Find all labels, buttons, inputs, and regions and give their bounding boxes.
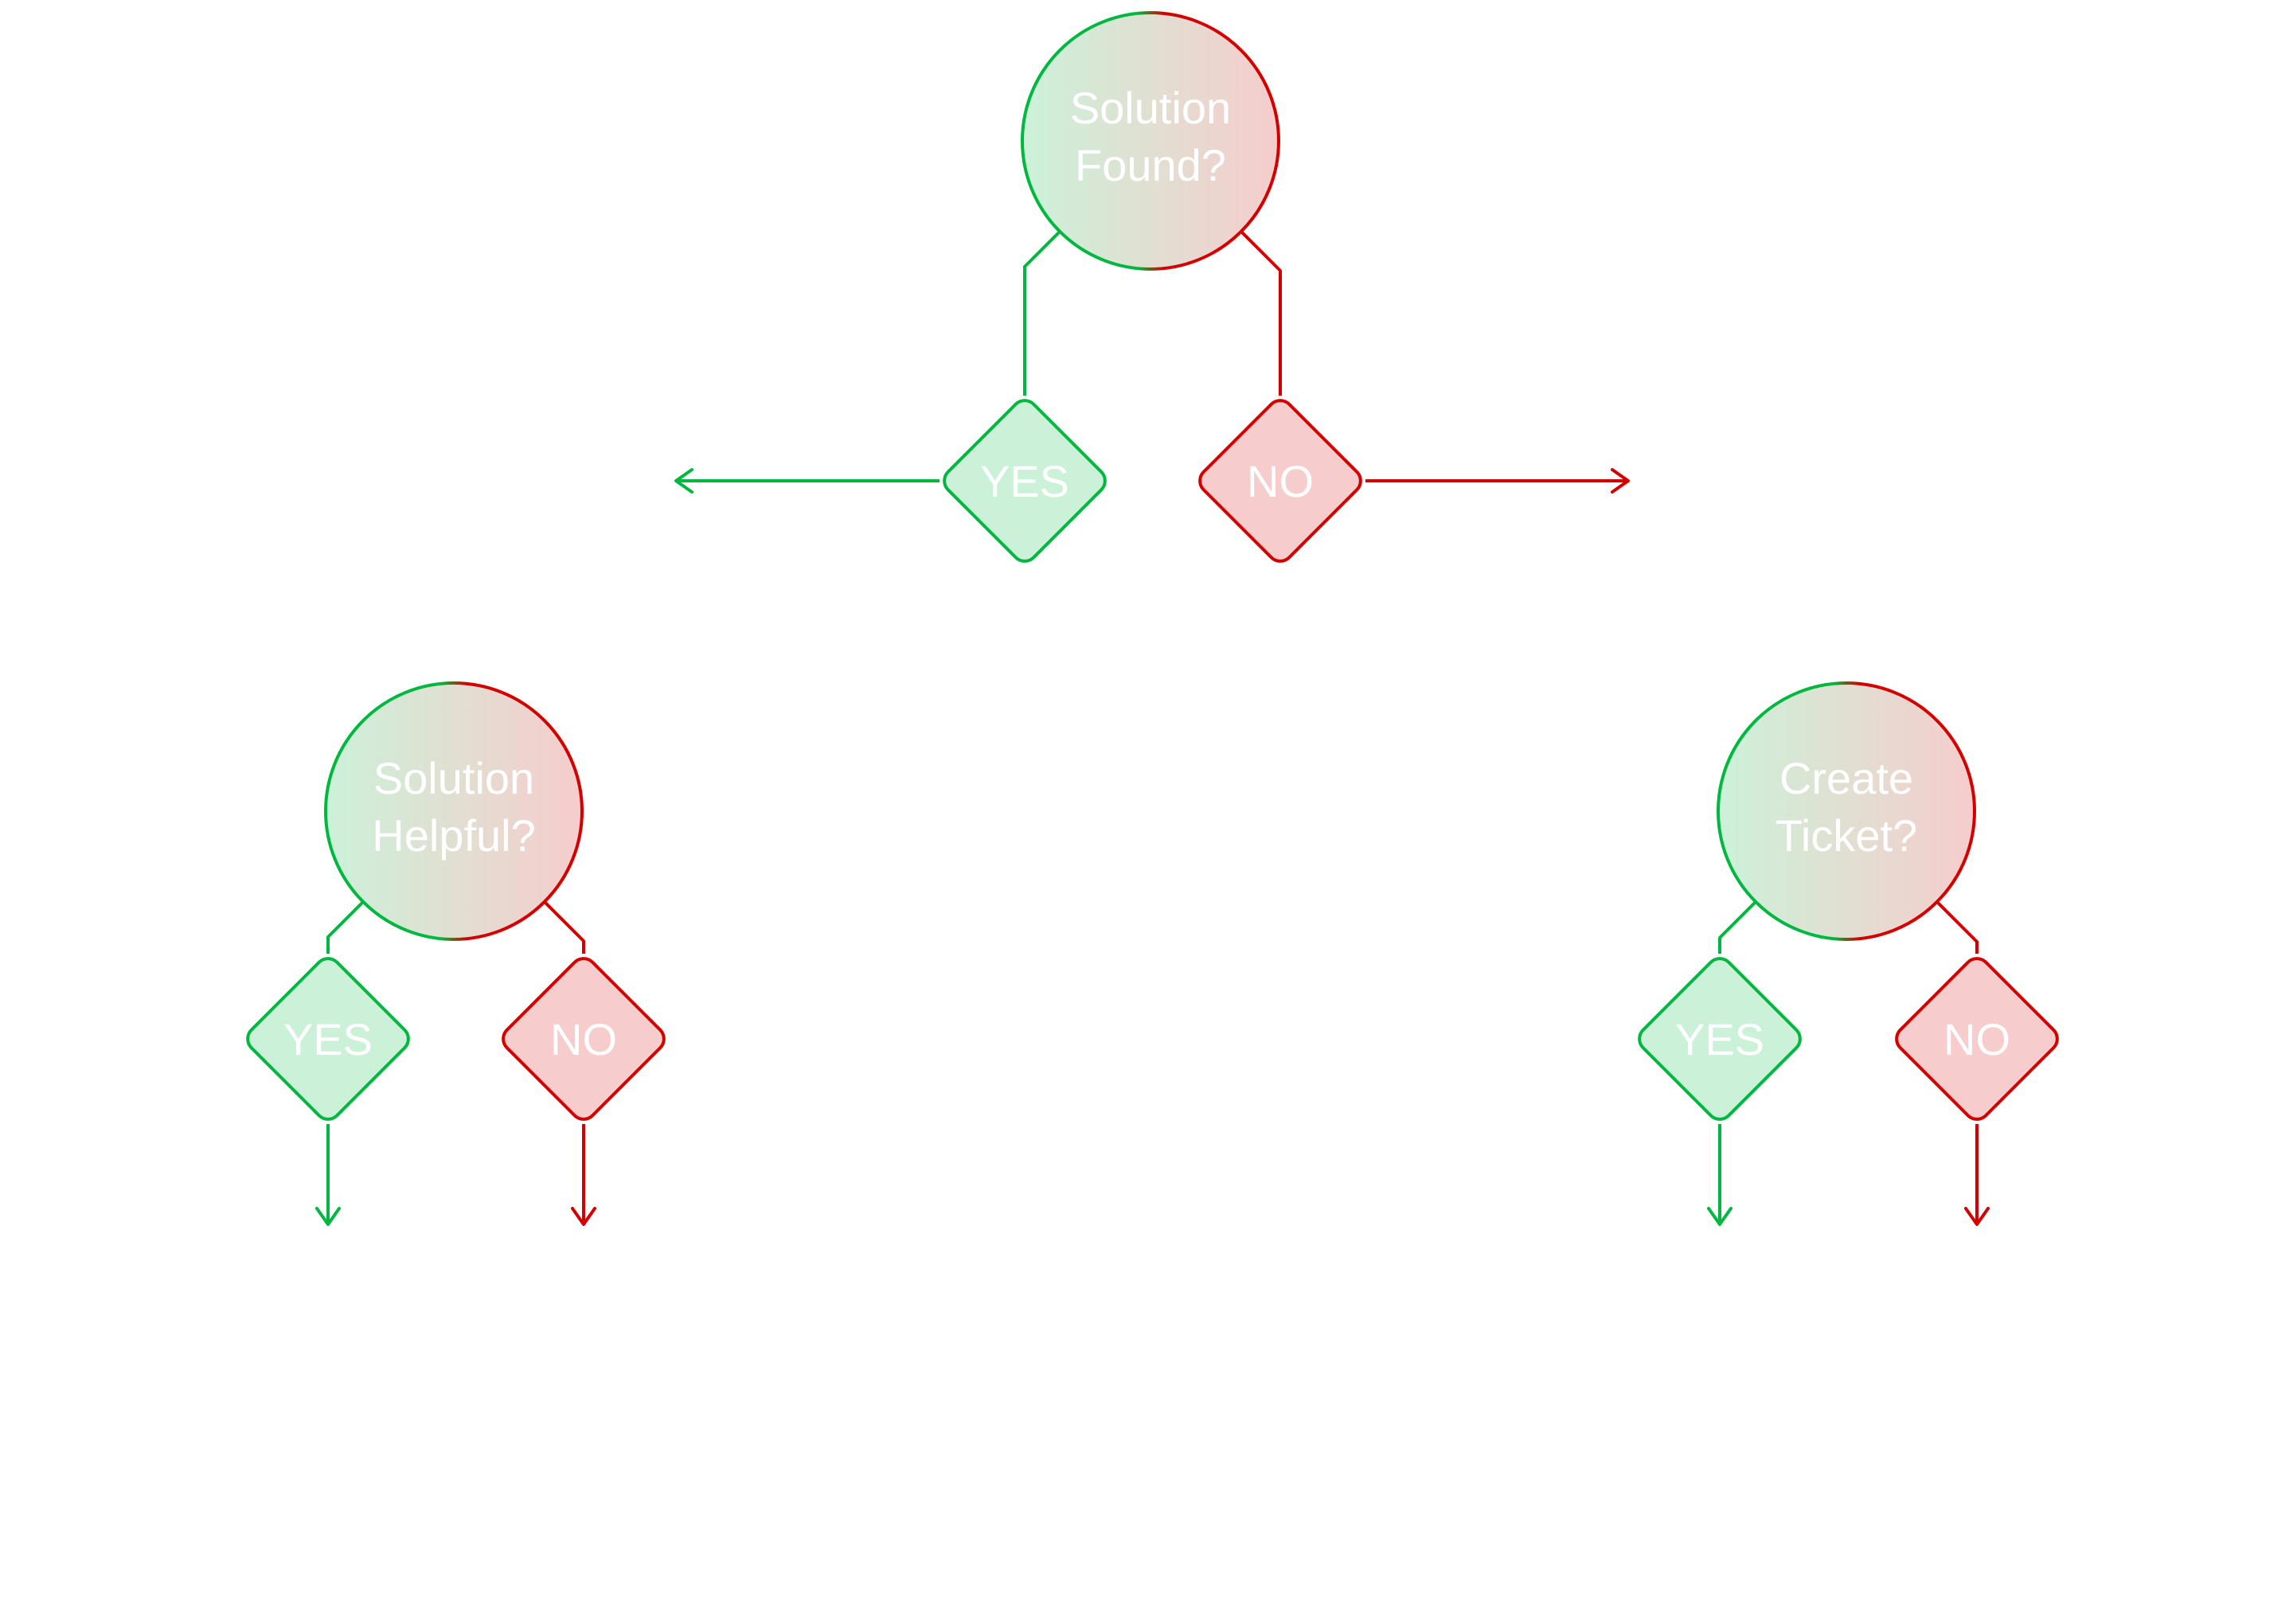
yes-label: YES [1675,1014,1764,1064]
no-label: NO [1247,456,1314,506]
decision-circle-shape [1021,11,1280,271]
arrow-right-icon [1611,468,1630,494]
connector-root-to-root_yes [1023,230,1061,396]
connector-root-to-root_no [1240,230,1282,396]
no-label: NO [1943,1014,2010,1064]
decision-label: Solution [1070,83,1231,133]
no-diamond-shape [1895,957,2059,1121]
arrow-left-icon [674,468,693,494]
arrow-down-icon [315,1207,341,1226]
node-right-no[interactable]: NO [1892,954,2063,1125]
yes-diamond-shape [943,399,1107,563]
arrow-down-icon [1964,1207,1990,1226]
node-root-no[interactable]: NO [1195,396,1366,567]
decision-circle-shape [1717,681,1976,941]
connector-right-to-right_yes [1718,900,1757,954]
yes-diamond-shape [246,957,410,1121]
connector-left-to-left_no [543,900,585,954]
node-left-no[interactable]: NO [498,954,670,1125]
decision-label: Ticket? [1775,810,1917,861]
decision-label: Create [1779,753,1913,803]
yes-label: YES [980,456,1069,506]
yes-diamond-shape [1638,957,1802,1121]
arrow-down-icon [1707,1207,1732,1226]
decision-label: Helpful? [372,810,535,861]
decision-label: Found? [1075,140,1226,190]
no-diamond-shape [502,957,666,1121]
node-root-yes[interactable]: YES [939,396,1111,567]
decision-label: Solution [373,753,534,803]
connectors [315,230,1990,1226]
decision-circle-shape [324,681,584,941]
connector-right-to-right_no [1936,900,1979,954]
no-diamond-shape [1198,399,1362,563]
connector-left-to-left_yes [326,900,365,954]
arrow-down-icon [571,1207,596,1226]
no-label: NO [550,1014,617,1064]
yes-label: YES [283,1014,373,1064]
node-right-yes[interactable]: YES [1635,954,1806,1125]
node-left-yes[interactable]: YES [243,954,414,1125]
